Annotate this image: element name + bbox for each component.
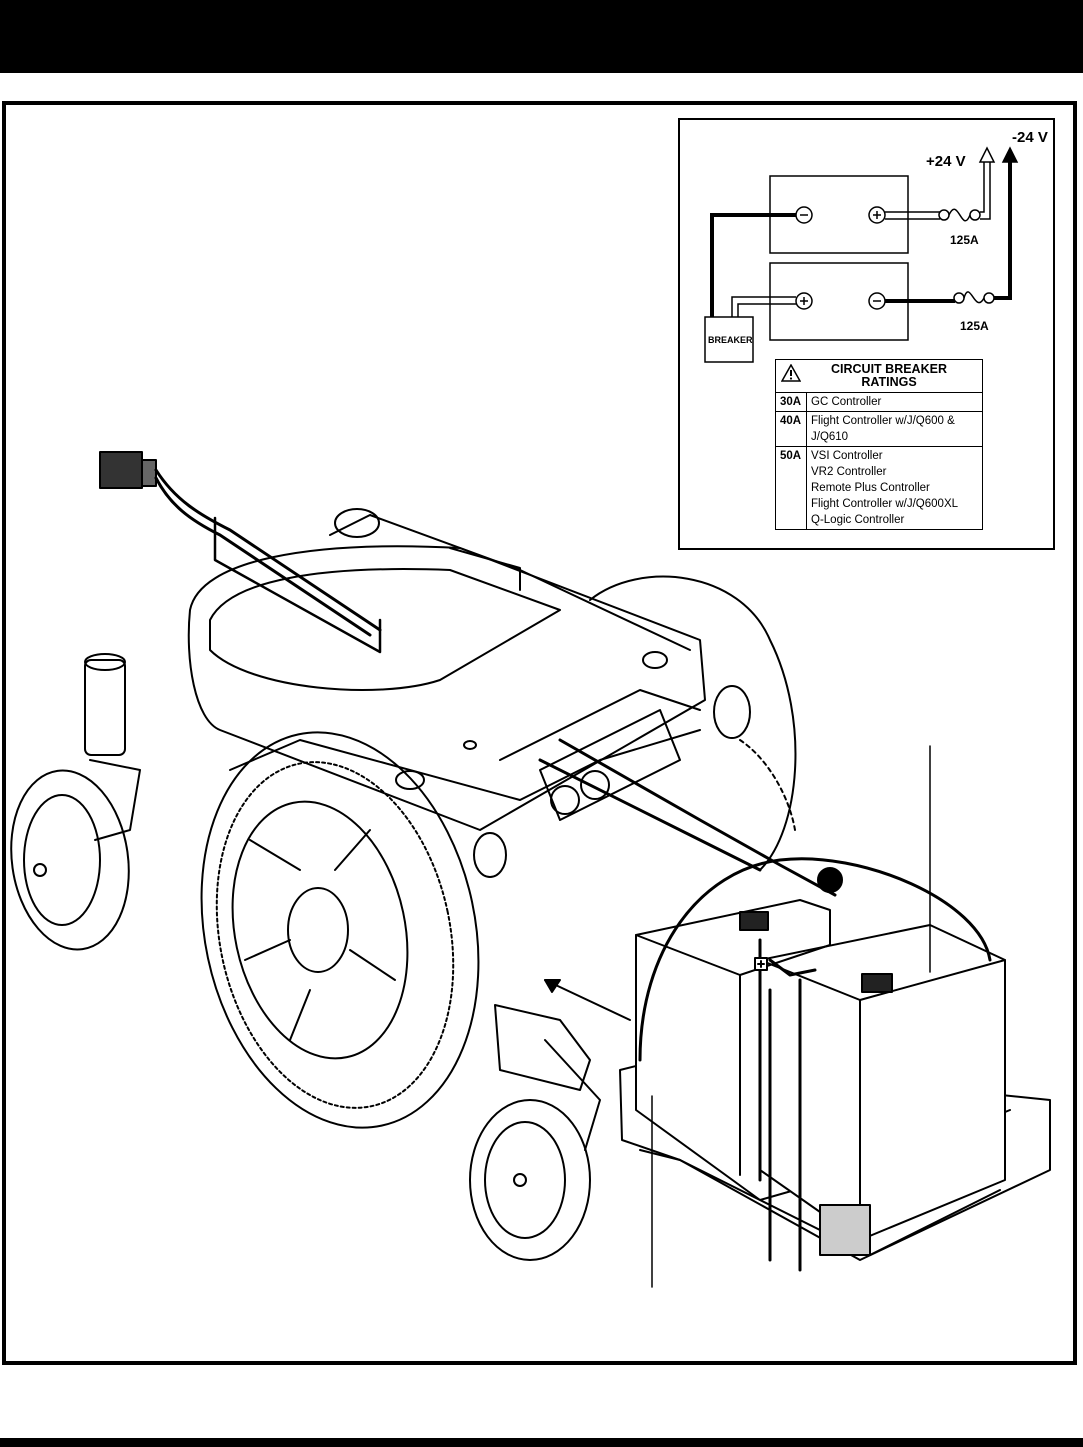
chair-frame [187,508,751,878]
warning-triangle-icon [781,364,801,382]
rating-amps: 30A [775,392,807,412]
circuit-breaker-ratings-table: CIRCUIT BREAKER RATINGS 30A GC Controlle… [775,359,983,530]
ratings-row: 30A GC Controller [775,392,983,412]
rating-controller: Flight Controller w/J/Q600 & [811,415,955,427]
insert-arrow [544,979,631,1021]
rating-controller: VSI Controller [811,450,883,462]
battery-harness-connector [99,451,382,654]
circuit-breaker-icon [817,867,843,893]
ratings-row: 50A VSI Controller VR2 Controller Remote… [775,446,983,530]
rating-controller: Remote Plus Controller [811,482,930,494]
battery-wiring [538,738,837,1182]
rating-controller: Flight Controller w/J/Q600XL [811,498,959,510]
header-bar [0,0,1083,73]
rating-controller: J/Q610 [811,431,849,443]
figure-frame [2,101,1077,1365]
front-caster [10,653,141,951]
rear-wheel-right [589,575,797,871]
ratings-title: CIRCUIT BREAKER RATINGS [831,362,947,389]
battery-straps [638,857,992,1272]
ratings-header: CIRCUIT BREAKER RATINGS [775,359,983,393]
rear-caster [469,1004,601,1261]
footer-bar [0,1438,1083,1447]
ratings-row: 40A Flight Controller w/J/Q600 & J/Q610 [775,411,983,447]
batteries [635,899,1006,1241]
rating-controller: GC Controller [811,396,882,408]
rating-controller: Q-Logic Controller [811,514,905,526]
rating-amps: 40A [775,411,807,447]
rating-controller: VR2 Controller [811,466,887,478]
rating-amps: 50A [775,446,807,530]
drive-wheel [200,731,480,1129]
